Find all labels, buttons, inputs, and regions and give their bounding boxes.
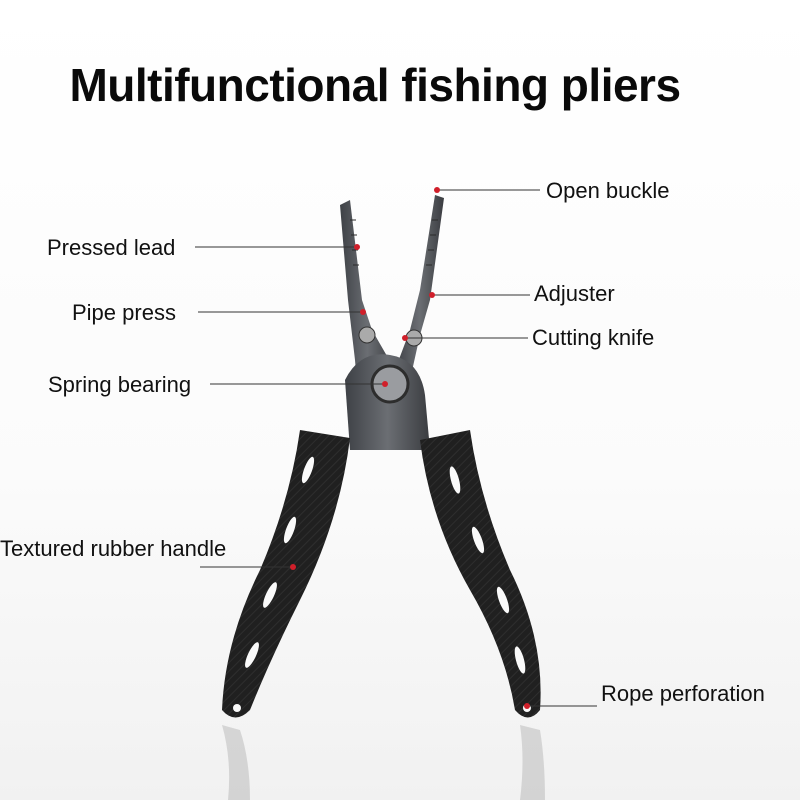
label-open-buckle: Open buckle [546,178,670,203]
label-adjuster: Adjuster [534,281,615,306]
page-title: Multifunctional fishing pliers [69,59,681,111]
left-handle [222,430,350,718]
label-rope-perforation: Rope perforation [601,681,765,706]
label-pipe-press: Pipe press [72,300,176,325]
right-handle [420,430,541,718]
marker-dots [290,187,530,709]
reflection [222,725,545,800]
label-cutting-knife: Cutting knife [532,325,655,350]
pipe-press-screw [358,326,376,344]
label-spring-bearing: Spring bearing [48,372,192,397]
leader-lines [195,189,597,707]
label-textured-rubber-handle: Textured rubber handle [0,536,227,561]
label-pressed-lead: Pressed lead [47,235,176,260]
